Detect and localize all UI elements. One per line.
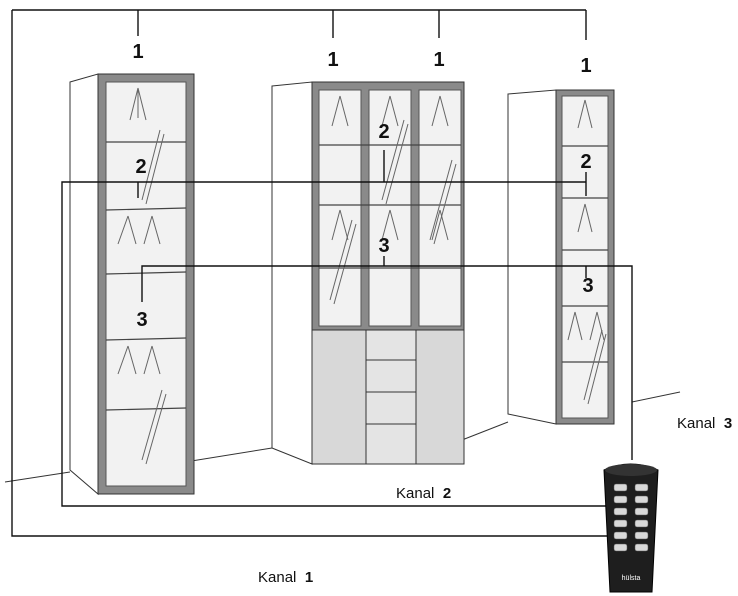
kanal2-word: Kanal	[396, 485, 434, 502]
kanal1-label: Kanal 1	[258, 569, 313, 586]
kanal2-number: 2	[443, 485, 451, 502]
marker-1-d: 1	[580, 55, 591, 77]
channel-labels: Kanal 1 Kanal 2 Kanal 3	[258, 415, 732, 586]
marker-2-c: 2	[580, 151, 591, 173]
kanal1-wiring	[11, 9, 616, 537]
kanal3-word: Kanal	[677, 415, 715, 432]
marker-1-c: 1	[433, 49, 444, 71]
kanal2-wiring	[61, 150, 610, 507]
kanal3-label: Kanal 3	[677, 415, 732, 432]
marker-3-b: 3	[378, 235, 389, 257]
marker-3-a: 3	[136, 309, 147, 331]
cabinet-left	[69, 73, 195, 496]
cabinet-center	[271, 81, 465, 465]
kanal1-number: 1	[305, 569, 313, 586]
marker-3-c: 3	[582, 275, 593, 297]
kanal2-label: Kanal 2	[396, 485, 451, 502]
kanal3-wiring	[141, 256, 633, 460]
marker-2-b: 2	[378, 121, 389, 143]
kanal1-word: Kanal	[258, 569, 296, 586]
marker-1-b: 1	[327, 49, 338, 71]
kanal3-number: 3	[724, 415, 732, 432]
remote-buttons	[613, 483, 649, 552]
marker-2-a: 2	[135, 156, 146, 178]
remote-brand-logo: hülsta	[622, 575, 641, 582]
marker-1-a: 1	[132, 41, 143, 63]
cabinet-right	[507, 89, 615, 425]
remote-control: hülsta	[603, 463, 659, 593]
number-markers: 1 1 1 1 2 2 2 3 3 3	[132, 41, 593, 331]
